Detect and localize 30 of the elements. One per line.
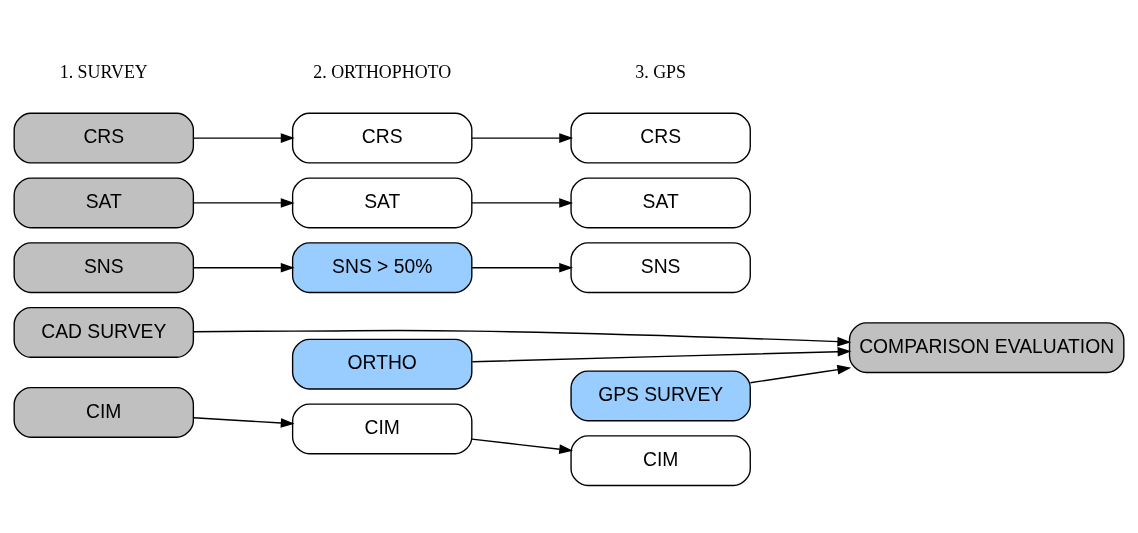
arrow: [192, 197, 295, 208]
node-box: ORTHO: [291, 338, 473, 390]
node-box: CIM: [570, 434, 751, 486]
node-box: CIM: [291, 402, 473, 454]
node-box: SAT: [13, 176, 195, 228]
node-box: CAD SURVEY: [13, 306, 195, 358]
arrow: [471, 346, 852, 362]
node-box: GPS SURVEY: [570, 369, 751, 421]
node-box: SNS: [570, 241, 751, 293]
arrow: [192, 416, 295, 428]
label: 1. SURVEY: [59, 61, 148, 82]
node-box: SNS: [13, 241, 195, 293]
node-box: CIM: [13, 386, 195, 438]
arrow: [192, 262, 295, 273]
arrow: [471, 262, 574, 273]
arrow: [471, 132, 574, 143]
node-box: SNS > 50%: [291, 241, 473, 293]
node-box: CRS: [13, 112, 195, 164]
arrow: [471, 437, 573, 454]
node-box: SAT: [291, 176, 473, 228]
arrow: [192, 132, 295, 143]
arrow: [193, 329, 852, 346]
node-box: COMPARISON EVALUATION: [848, 321, 1125, 373]
label: 2. ORTHOPHOTO: [313, 61, 452, 82]
node-box: SAT: [570, 176, 751, 228]
label: 3. GPS: [635, 61, 687, 82]
arrow: [749, 364, 852, 383]
node-box: CRS: [291, 112, 473, 164]
node-box: CRS: [570, 112, 751, 164]
arrow: [471, 197, 574, 208]
